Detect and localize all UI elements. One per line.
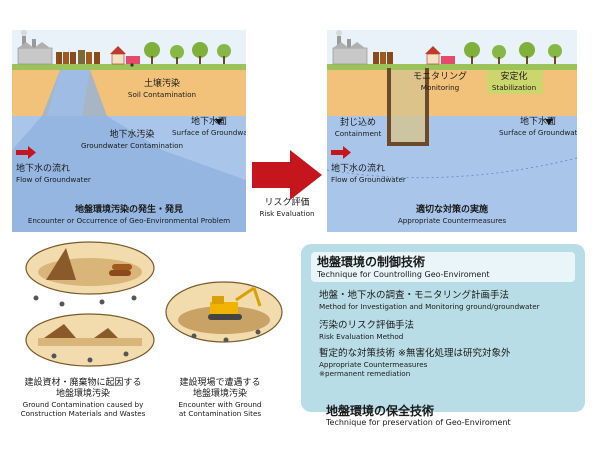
stabilization-label: 安定化 Stabilization [479, 72, 549, 92]
contamination-sites-caption: 建設現場で遭遇する 地盤環境汚染 Encounter with Ground a… [160, 378, 280, 418]
control-technique-title: 地盤環境の制御技術 Technique for Countrolling Geo… [311, 252, 575, 282]
left-panel-caption: 地盤環境汚染の発生・発見 Encounter or Occurrence of … [12, 205, 246, 225]
soil-contamination-label: 土壌汚染 Soil Contamination [122, 79, 202, 99]
risk-evaluation-item: 汚染のリスク評価手法 Risk Evaluation Method [319, 320, 414, 341]
risk-evaluation-arrow [252, 150, 322, 202]
groundwater-contamination-label: 地下水汚染 Groundwater Contamination [72, 130, 192, 150]
contamination-scene-panel: 土壌汚染 Soil Contamination 地下水面 Surface of … [12, 30, 246, 232]
construction-materials-caption: 建設資材・廃棄物に起因する 地盤環境汚染 Ground Contaminatio… [8, 378, 158, 418]
control-technique-box: 地盤環境の制御技術 Technique for Countrolling Geo… [301, 244, 585, 412]
right-groundwater-flow-label: 地下水の流れ Flow of Groundwater [331, 164, 406, 184]
right-panel-caption: 適切な対策の実施 Appropriate Countermeasures [327, 205, 577, 225]
monitoring-label: モニタリング Monitoring [405, 72, 475, 92]
countermeasure-scene-panel: モニタリング Monitoring 安定化 Stabilization 封じ込め… [327, 30, 577, 232]
groundwater-flow-label: 地下水の流れ Flow of Groundwater [16, 164, 91, 184]
right-groundwater-surface-label: 地下水面 Surface of Groundwater [499, 117, 577, 137]
preservation-technique-title: 地盤環境の保全技術 Technique for preservation of … [326, 404, 511, 427]
containment-label: 封じ込め Containment [327, 118, 389, 138]
countermeasure-item: 暫定的な対策技術 ※無害化処理は研究対象外 Appropriate Counte… [319, 348, 510, 378]
investigation-method-item: 地盤・地下水の調査・モニタリング計画手法 Method for Investig… [319, 290, 540, 311]
risk-evaluation-label: リスク評価 Risk Evaluation [252, 198, 322, 218]
contamination-sources-illustration [14, 240, 284, 375]
